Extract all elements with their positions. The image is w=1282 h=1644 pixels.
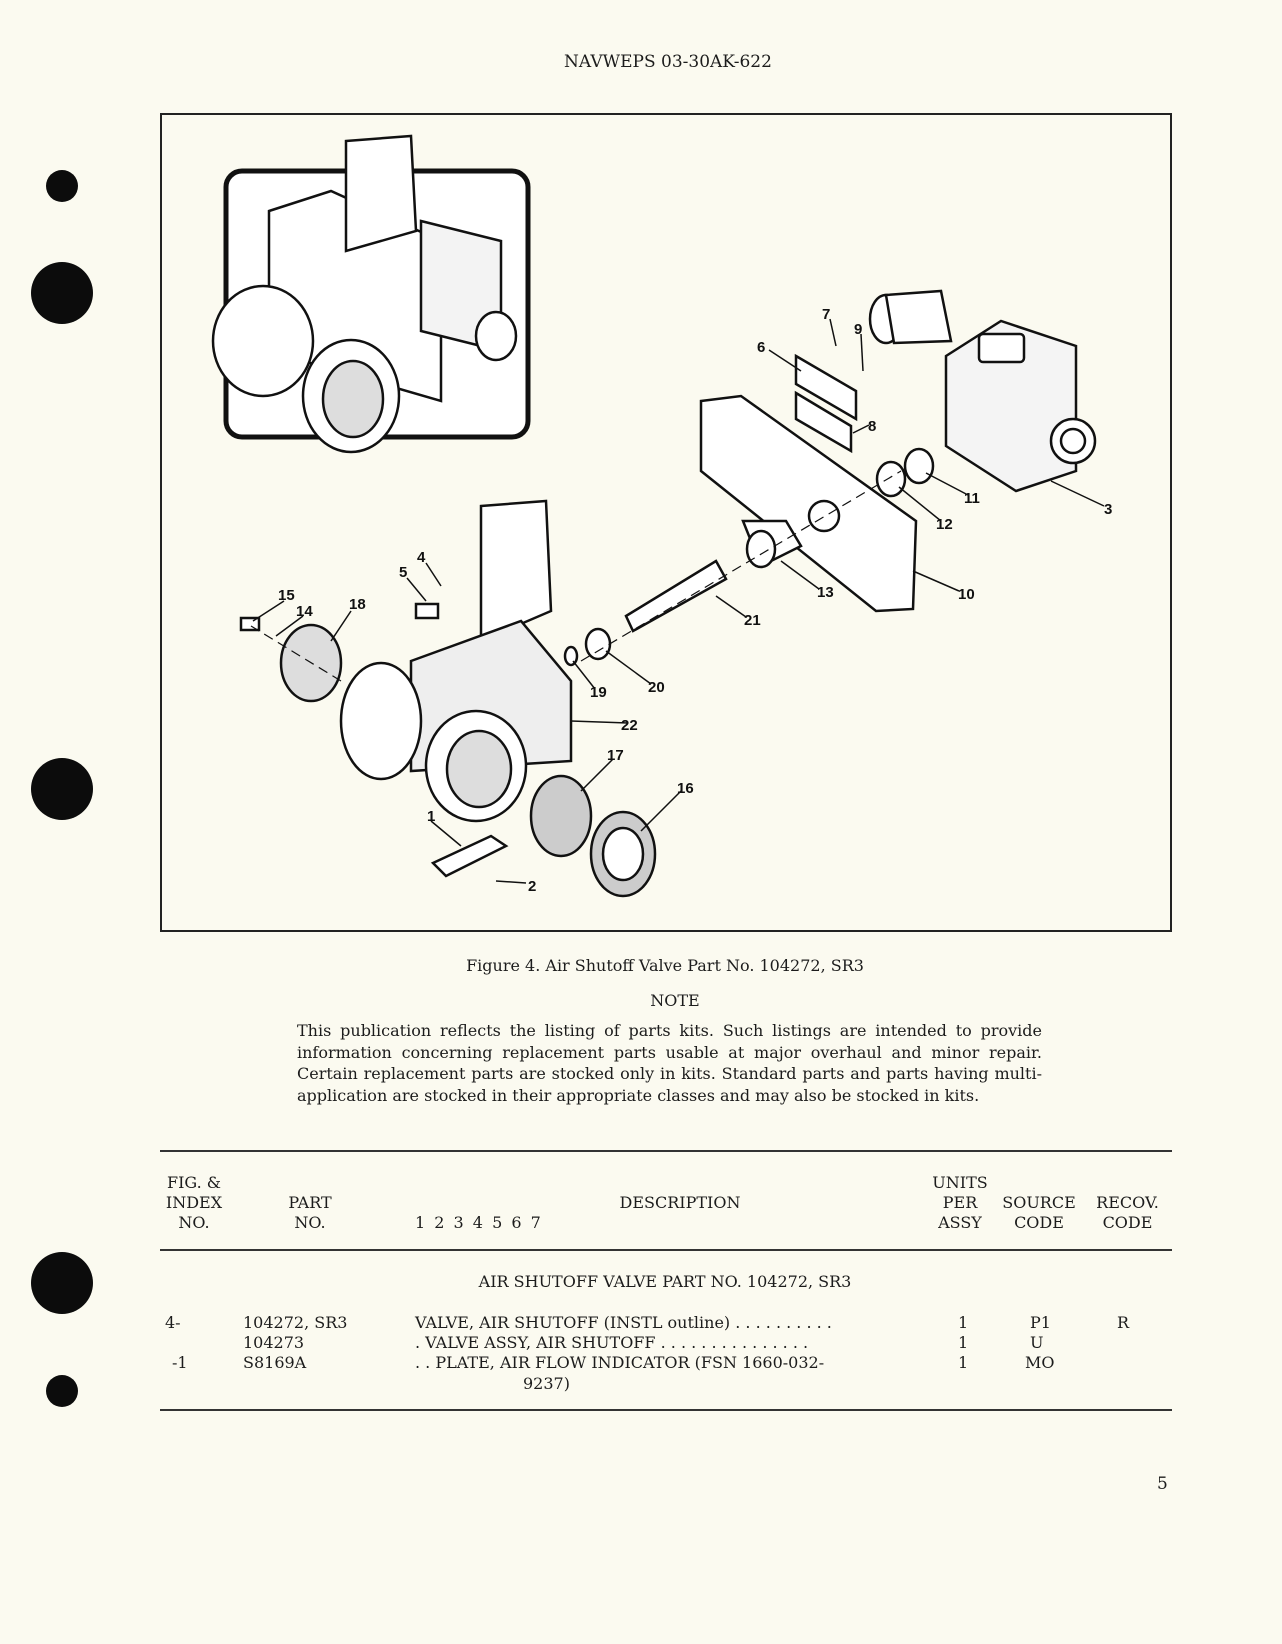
callout-3: 3 (1104, 501, 1112, 518)
table-top-rule (160, 1150, 1172, 1152)
note-text: This publication reflects the listing of… (297, 1021, 1042, 1105)
binder-hole (46, 170, 78, 202)
callout-22: 22 (621, 717, 638, 734)
header-recov-code: RECOV.CODE (1096, 1193, 1159, 1232)
callout-9: 9 (854, 321, 862, 338)
binder-hole (31, 758, 93, 820)
table-bottom-rule (160, 1409, 1172, 1411)
callout-21: 21 (744, 612, 761, 629)
header-indent-levels: 1 2 3 4 5 6 7 (415, 1213, 541, 1232)
document-number: NAVWEPS 03-30AK-622 (564, 52, 772, 72)
part-cell: 104272, SR3 (243, 1313, 348, 1332)
callout-16: 16 (677, 780, 694, 797)
units-cell: 1 (958, 1333, 969, 1352)
callout-20: 20 (648, 679, 665, 696)
header-description: DESCRIPTION (619, 1193, 741, 1212)
callout-1: 1 (427, 808, 435, 825)
source-cell: U (1030, 1333, 1044, 1352)
callout-2: 2 (528, 878, 536, 895)
section-title: AIR SHUTOFF VALVE PART NO. 104272, SR3 (478, 1272, 852, 1291)
callout-18: 18 (349, 596, 366, 613)
callout-4: 4 (417, 549, 426, 566)
callout-5: 5 (399, 564, 407, 581)
callout-8: 8 (868, 418, 876, 435)
callout-17: 17 (607, 747, 624, 764)
exploded-view-drawing: 1 2 3 4 5 6 7 8 9 10 11 12 13 14 15 16 1… (211, 134, 1112, 898)
description-cell: . . PLATE, AIR FLOW INDICATOR (FSN 1660-… (415, 1353, 825, 1372)
units-cell: 1 (958, 1313, 969, 1332)
callout-7: 7 (822, 306, 830, 323)
description-continuation: 9237) (523, 1374, 570, 1393)
callout-10: 10 (958, 586, 975, 603)
source-cell: P1 (1030, 1313, 1051, 1332)
index-cell: 4- (165, 1313, 181, 1332)
callout-14: 14 (296, 603, 313, 620)
binder-hole (31, 262, 93, 324)
callout-6: 6 (757, 339, 765, 356)
description-cell: . VALVE ASSY, AIR SHUTOFF . . . . . . . … (415, 1333, 809, 1352)
table-header-rule (160, 1249, 1172, 1251)
figure-caption: Figure 4. Air Shutoff Valve Part No. 104… (466, 956, 864, 975)
recov-cell: R (1117, 1313, 1130, 1332)
callout-19: 19 (590, 684, 607, 701)
part-cell: 104273 (243, 1333, 305, 1352)
source-cell: MO (1025, 1353, 1055, 1372)
binder-hole (46, 1375, 78, 1407)
callout-13: 13 (817, 584, 834, 601)
page-number: 5 (1157, 1474, 1168, 1494)
note-title: NOTE (650, 991, 700, 1010)
binder-hole (31, 1252, 93, 1314)
part-cell: S8169A (243, 1353, 307, 1372)
description-cell: VALVE, AIR SHUTOFF (INSTL outline) . . .… (415, 1313, 832, 1332)
figure-illustration: 1 2 3 4 5 6 7 8 9 10 11 12 13 14 15 16 1… (160, 113, 1172, 932)
callout-12: 12 (936, 516, 953, 533)
units-cell: 1 (958, 1353, 969, 1372)
callout-15: 15 (278, 587, 295, 604)
index-cell: -1 (172, 1353, 188, 1372)
callout-11: 11 (964, 490, 980, 507)
